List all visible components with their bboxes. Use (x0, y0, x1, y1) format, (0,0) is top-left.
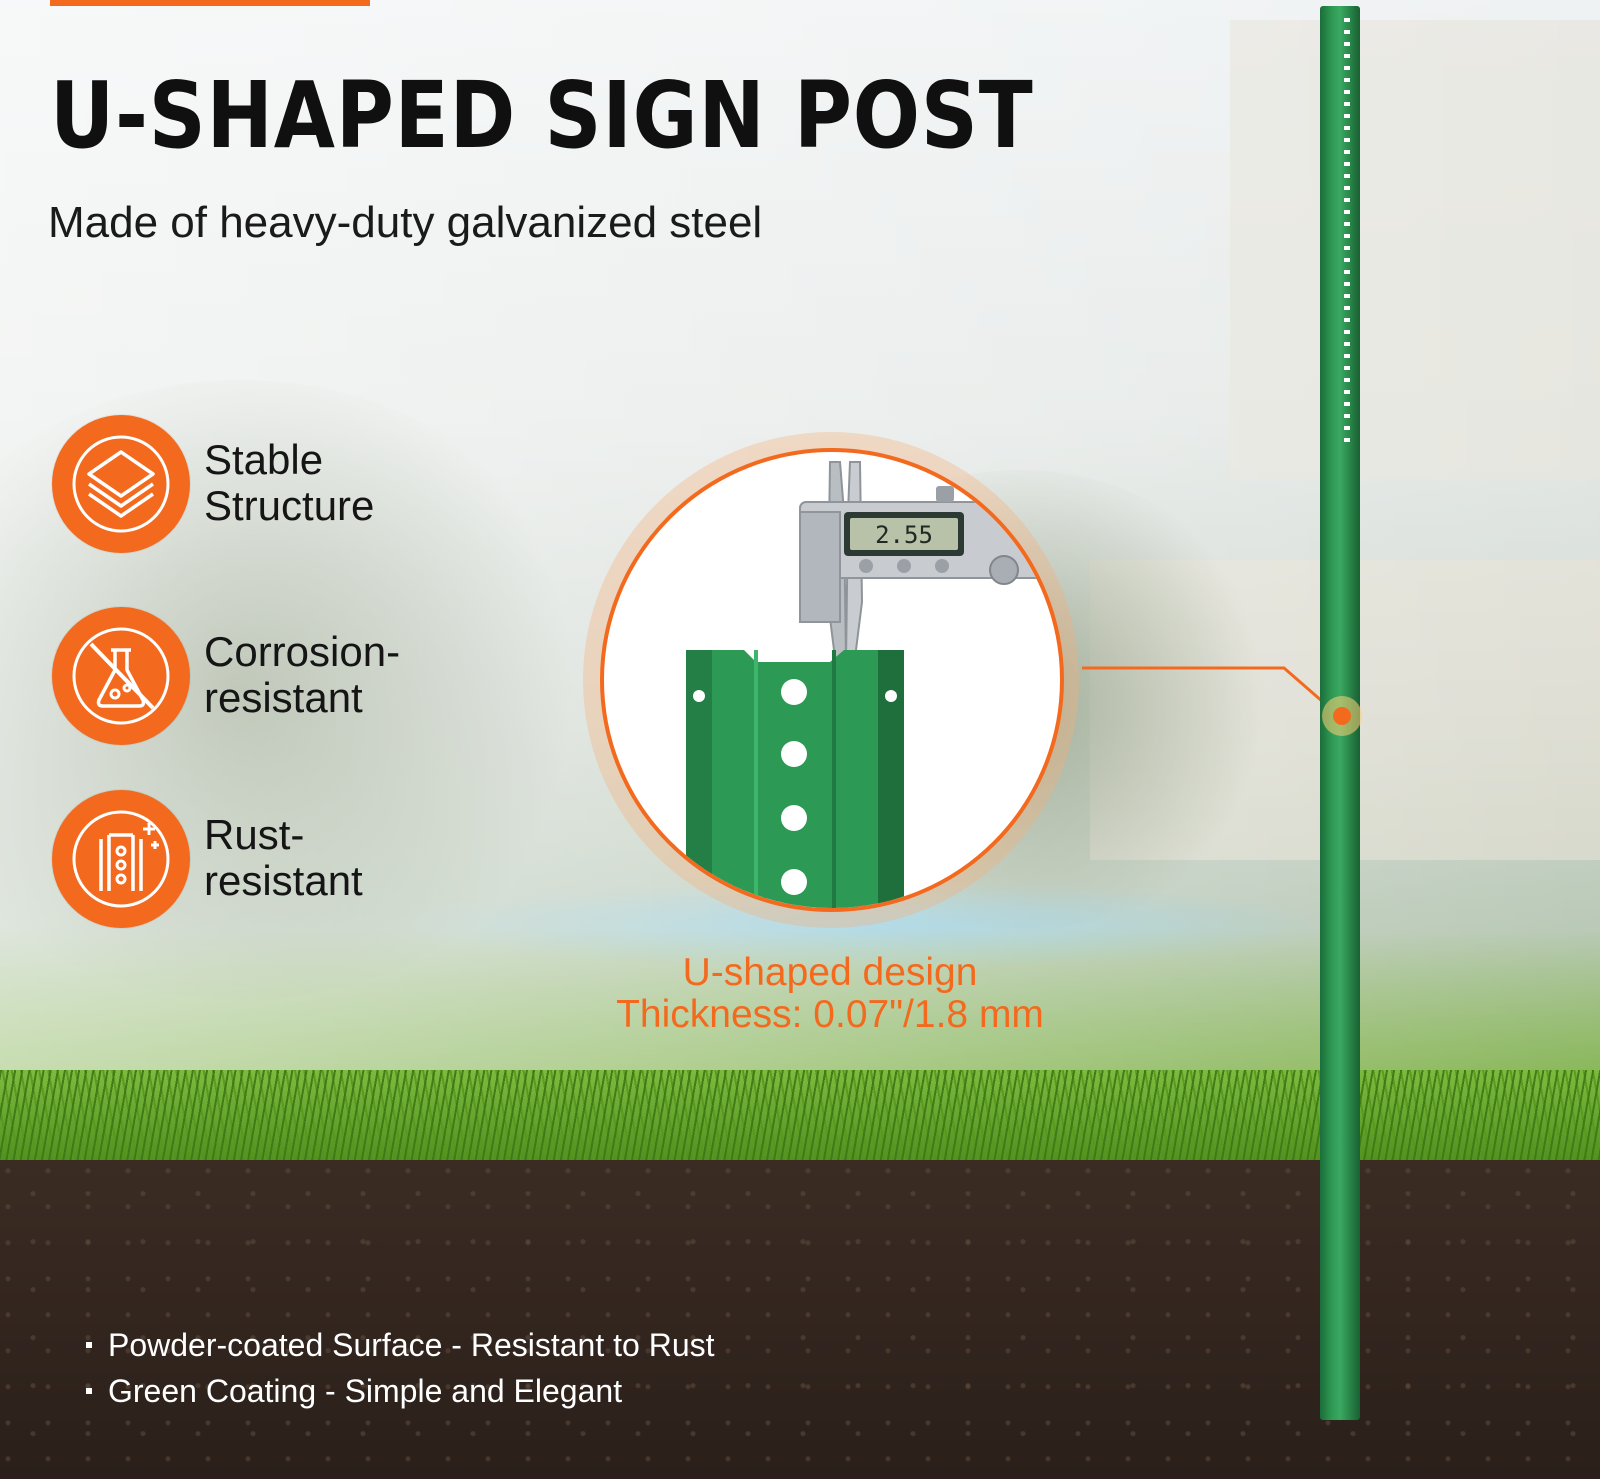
page-subtitle: Made of heavy-duty galvanized steel (48, 198, 763, 247)
feature-label: Corrosion- resistant (204, 628, 401, 721)
caliper-button-2 (897, 559, 911, 573)
caliper-lcd (850, 518, 958, 550)
feature-label: Stable Structure (204, 436, 375, 529)
zoom-detail: 2.55 (600, 448, 1064, 912)
post-sparkle-icon (52, 790, 190, 928)
caliper-knob (989, 555, 1019, 585)
caliper-slider (799, 511, 841, 623)
page-title: U-SHAPED SIGN POST (50, 62, 1034, 169)
accent-bar (50, 0, 370, 6)
bullet-item: Green Coating - Simple and Elegant (82, 1368, 715, 1414)
caliper-reading: 2.55 (875, 521, 933, 549)
callout-thickness: Thickness: 0.07"/1.8 mm (616, 993, 1044, 1036)
caliper-thumbscrew (936, 486, 954, 502)
caliper-button-1 (859, 559, 873, 573)
bullet-list: Powder-coated Surface - Resistant to Rus… (82, 1322, 715, 1414)
caliper-button-3 (935, 559, 949, 573)
post-marker (1333, 707, 1351, 725)
post-closeup (686, 650, 904, 908)
bullet-item: Powder-coated Surface - Resistant to Rus… (82, 1322, 715, 1368)
feature-stable-structure: Stable Structure (52, 415, 472, 555)
feature-label: Rust- resistant (204, 811, 363, 904)
crossed-flask-icon (52, 607, 190, 745)
feature-corrosion-resistant: Corrosion- resistant (52, 607, 472, 747)
sign-post-holes (1344, 18, 1350, 448)
caliper-post-illustration: 2.55 (686, 461, 1060, 908)
callout-design: U-shaped design (682, 951, 978, 994)
feature-rust-resistant: Rust- resistant (52, 790, 472, 930)
layers-icon (52, 415, 190, 553)
callout-caption: U-shaped design Thickness: 0.07"/1.8 mm (585, 952, 1075, 1036)
